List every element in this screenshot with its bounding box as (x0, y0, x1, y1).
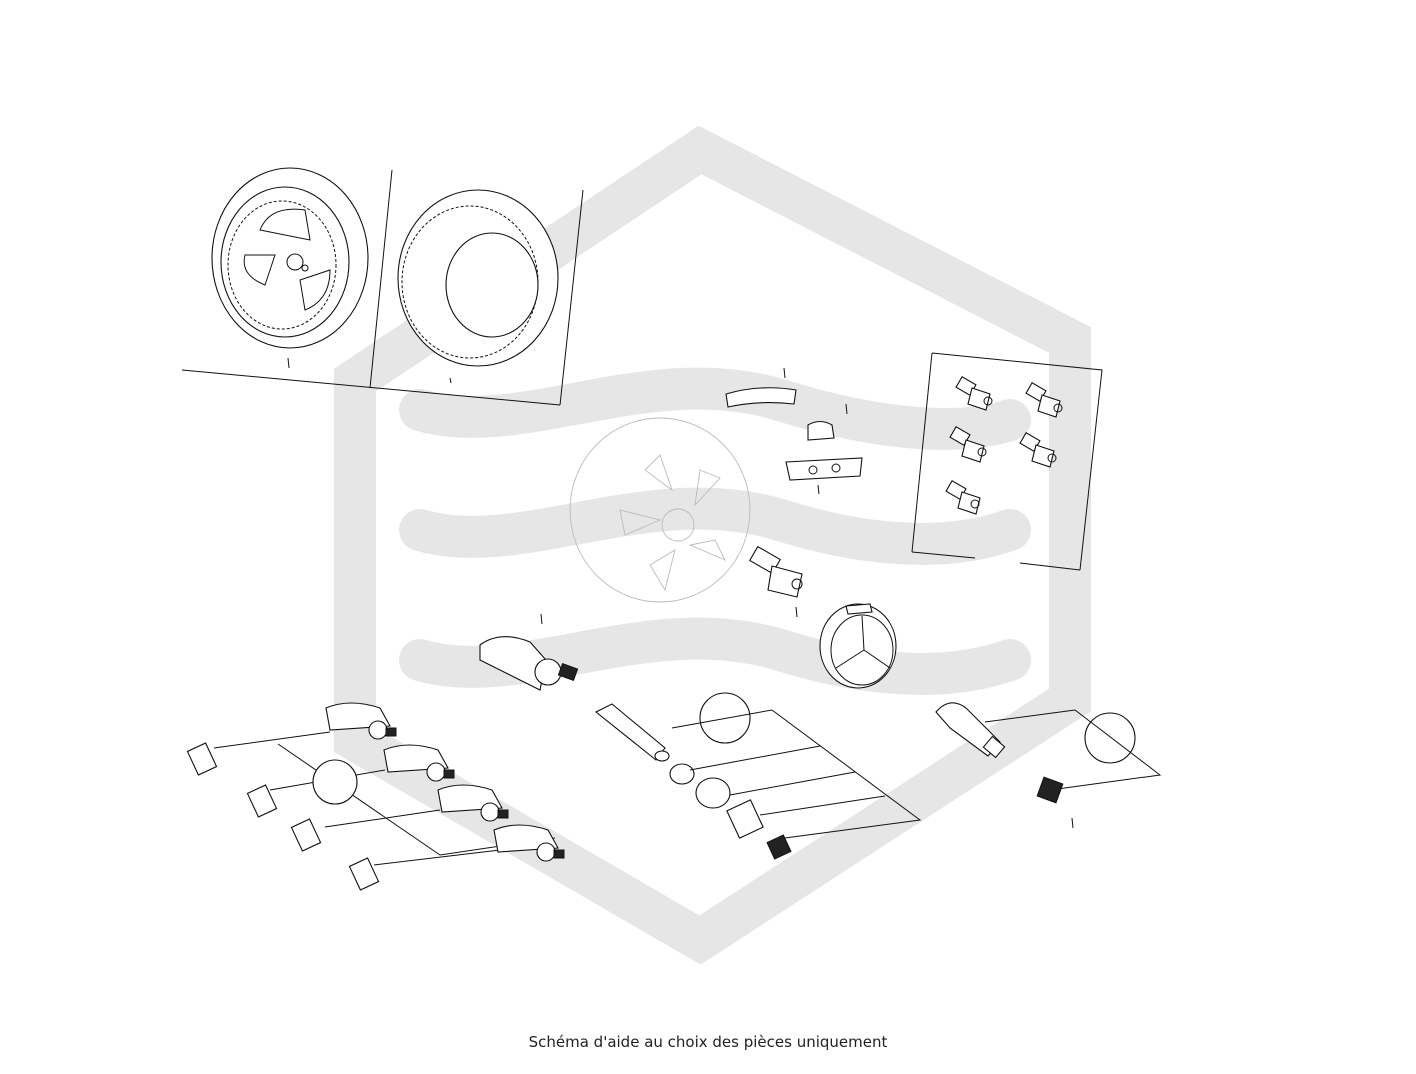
valve-stem-kit[interactable] (594, 692, 922, 860)
rubber-valve[interactable] (935, 702, 1162, 791)
tire[interactable] (397, 189, 584, 406)
wheel-bolts-set[interactable] (911, 352, 1103, 571)
diagram-caption: Schéma d'aide au choix des pièces unique… (528, 1033, 888, 1051)
valve-caps[interactable] (186, 742, 380, 891)
tpms-sensor-set[interactable] (213, 702, 565, 866)
reference-wheel (569, 417, 751, 603)
wheel-weight-strip[interactable] (785, 457, 863, 495)
tpms-sensor[interactable] (479, 613, 579, 691)
wheel-weight-clip[interactable] (807, 403, 848, 441)
wheel-bolt[interactable] (748, 545, 803, 618)
hub-cap[interactable] (819, 603, 897, 689)
wheel-weight[interactable] (725, 367, 797, 408)
alloy-wheel[interactable] (181, 167, 561, 406)
valve-cap[interactable] (1036, 776, 1074, 829)
